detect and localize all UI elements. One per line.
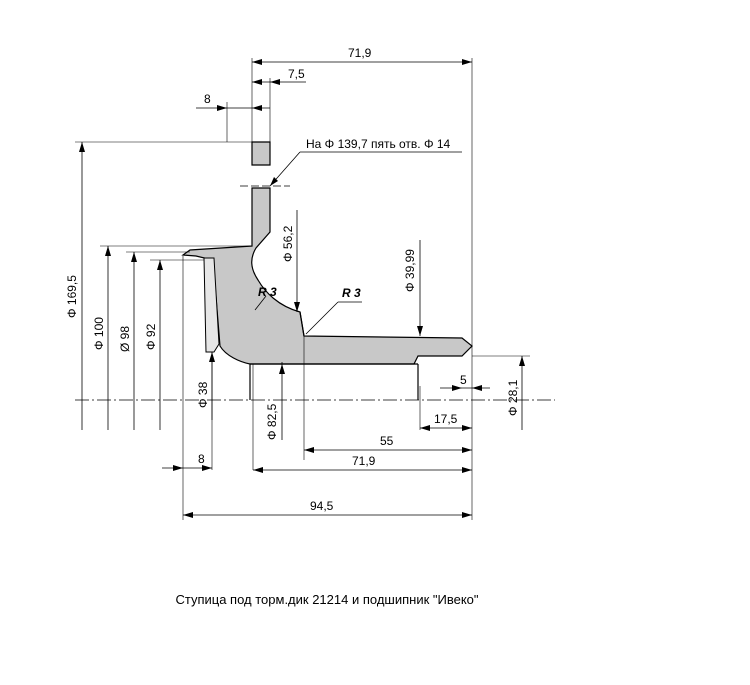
- dim-28-1: Φ 28,1: [506, 379, 520, 416]
- dim-8-top: 8: [204, 92, 211, 106]
- dim-94-5: 94,5: [310, 499, 334, 513]
- note-holes: На Φ 139,7 пять отв. Φ 14: [306, 137, 451, 151]
- dim-8-bottom: 8: [198, 452, 205, 466]
- r3-right: R 3: [342, 286, 361, 300]
- dim-71-9-top: 71,9: [348, 46, 372, 60]
- dim-55: 55: [380, 434, 394, 448]
- dim-39-99: Φ 39,99: [403, 249, 417, 292]
- dim-71-9-bottom: 71,9: [352, 454, 376, 468]
- dim-17-5: 17,5: [434, 412, 458, 426]
- dim-169-5: Φ 169,5: [65, 275, 79, 318]
- dim-100: Φ 100: [92, 317, 106, 350]
- dim-92: Φ 92: [144, 323, 158, 350]
- bolt-hole: [251, 166, 271, 187]
- hub-section: [181, 141, 473, 365]
- dim-7-5: 7,5: [288, 67, 305, 81]
- dim-38: Φ 38: [196, 381, 210, 408]
- dim-5: 5: [460, 373, 467, 387]
- dim-82-5: Φ 82,5: [265, 403, 279, 440]
- dim-98: Ø 98: [118, 326, 132, 352]
- dim-56-2: Φ 56,2: [281, 225, 295, 262]
- drawing-caption: Ступица под торм.дик 21214 и подшипник "…: [175, 592, 479, 607]
- inner-bore: [203, 257, 220, 353]
- r3-left: R 3: [258, 285, 277, 299]
